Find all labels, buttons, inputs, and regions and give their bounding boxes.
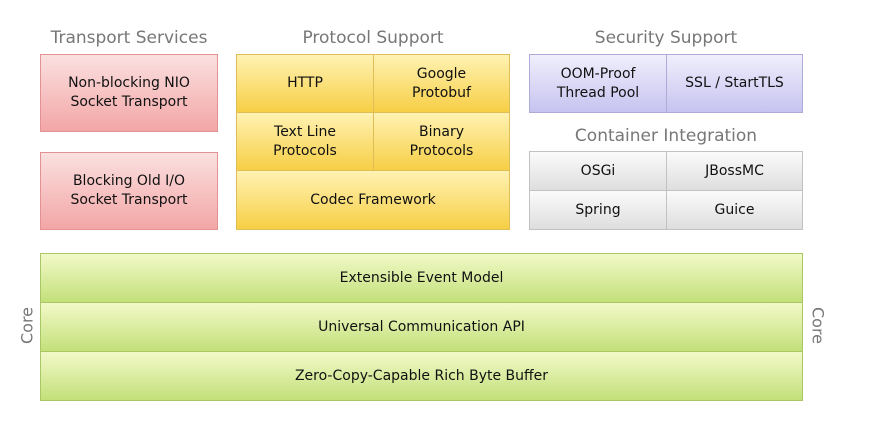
transport-services-title: Transport Services: [50, 28, 208, 48]
universal-communication-api-layer: Universal Communication API: [40, 302, 803, 352]
google-protobuf-box: Google Protobuf: [373, 54, 510, 113]
container-integration-title: Container Integration: [574, 126, 758, 146]
extensible-event-model-layer: Extensible Event Model: [40, 253, 803, 303]
binary-protocols-box: Binary Protocols: [373, 112, 510, 171]
security-support-title: Security Support: [594, 28, 738, 48]
protocol-support-title: Protocol Support: [302, 28, 444, 48]
oio-socket-transport-box: Blocking Old I/O Socket Transport: [40, 152, 218, 230]
guice-box: Guice: [666, 190, 803, 230]
codec-framework-box: Codec Framework: [236, 170, 510, 230]
core-label-left: Core: [17, 306, 37, 345]
oom-proof-thread-pool-box: OOM-Proof Thread Pool: [529, 54, 667, 113]
spring-box: Spring: [529, 190, 667, 230]
osgi-box: OSGi: [529, 151, 667, 191]
zero-copy-byte-buffer-layer: Zero-Copy-Capable Rich Byte Buffer: [40, 351, 803, 401]
http-box: HTTP: [236, 54, 374, 113]
text-line-protocols-box: Text Line Protocols: [236, 112, 374, 171]
core-label-right: Core: [808, 306, 828, 345]
nio-socket-transport-box: Non-blocking NIO Socket Transport: [40, 54, 218, 132]
jbossmc-box: JBossMC: [666, 151, 803, 191]
ssl-starttls-box: SSL / StartTLS: [666, 54, 803, 113]
